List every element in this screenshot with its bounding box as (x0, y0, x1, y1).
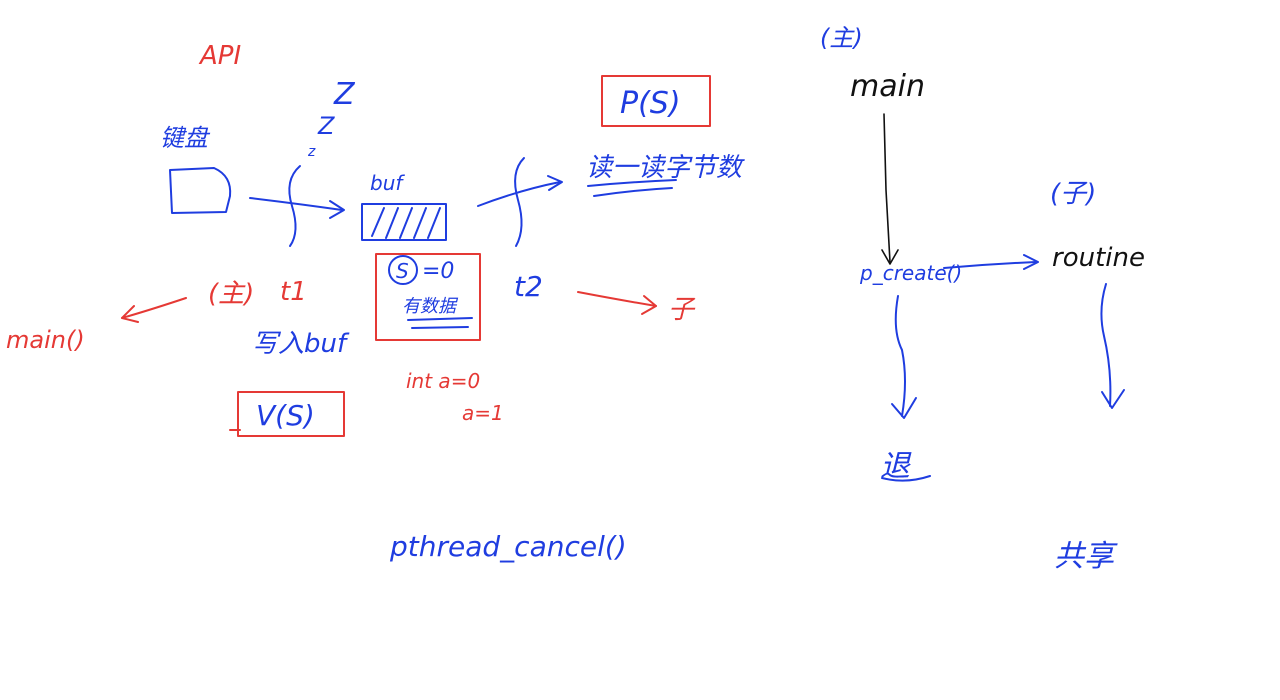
arrow-pcreate-to-routine (943, 261, 1037, 269)
v-s-label: V(S) (256, 399, 315, 432)
arrow-head-pcreate-routine (1023, 254, 1039, 270)
main-label: main (850, 69, 925, 104)
sleep-z-small: z (307, 144, 316, 160)
read-text: 读一读字节数 (586, 153, 745, 183)
exit-underline (881, 475, 931, 482)
s-circle (388, 255, 418, 285)
read-integral (514, 157, 525, 247)
sleep-integral-left (288, 165, 301, 247)
s-equals-zero: =0 (422, 259, 454, 284)
read-underline-1 (587, 179, 677, 187)
data-label: 有数据 (402, 296, 459, 317)
buf-label: buf (370, 171, 405, 195)
pcreate-label: p_create() (859, 261, 962, 285)
read-underline-2 (593, 187, 673, 197)
arrow-t2-to-child (577, 291, 657, 307)
api-label: API (198, 41, 241, 71)
keyboard-shape (169, 167, 232, 214)
routine-label: routine (1052, 243, 1145, 273)
v-s-box (237, 391, 345, 437)
sleep-z-mid: Z (317, 112, 335, 140)
p-s-box (601, 75, 711, 127)
arrow-main-to-pcreate (883, 113, 891, 263)
a-one-label: a=1 (462, 401, 504, 425)
child-thread-line (1100, 283, 1112, 407)
arrow-head-t2-child (641, 295, 657, 315)
arrow-buf-to-read (477, 181, 561, 207)
int-a-label: int a=0 (406, 369, 480, 393)
main-thread-label: (主) (820, 24, 863, 52)
arrow-head-main-func (121, 305, 139, 323)
arrow-to-main-func (121, 297, 187, 319)
semaphore-box (375, 253, 481, 341)
buf-rect (361, 203, 447, 241)
write-buf-label: 写入buf (252, 329, 350, 359)
child-label: 子 (668, 295, 696, 325)
sleep-z-large: Z (333, 77, 356, 112)
data-underline-1 (407, 317, 473, 321)
main-thread-line (894, 295, 906, 417)
t2-label: t2 (514, 270, 543, 303)
main-func-label: main() (6, 326, 85, 354)
t1-label: t1 (280, 277, 307, 307)
thread-main-label: (主) (208, 279, 254, 309)
p-s-label: P(S) (620, 86, 681, 121)
shared-label: 共享 (1054, 539, 1118, 574)
arrow-head-keyboard-buf (329, 200, 345, 219)
pthread-cancel-label: pthread_cancel() (389, 530, 627, 563)
child-thread-arrowhead (1101, 389, 1125, 409)
keyboard-label: 键盘 (160, 124, 211, 152)
buf-hatching (371, 207, 441, 239)
arrow-head-main-pcreate (881, 249, 899, 265)
main-thread-arrowhead (891, 397, 917, 419)
data-underline-2 (411, 326, 469, 329)
child-thread-label: (子) (1050, 179, 1096, 209)
arrow-head-buf-read (547, 175, 563, 191)
s-circle-letter: S (396, 259, 409, 283)
arrow-keyboard-to-buf (249, 197, 343, 211)
